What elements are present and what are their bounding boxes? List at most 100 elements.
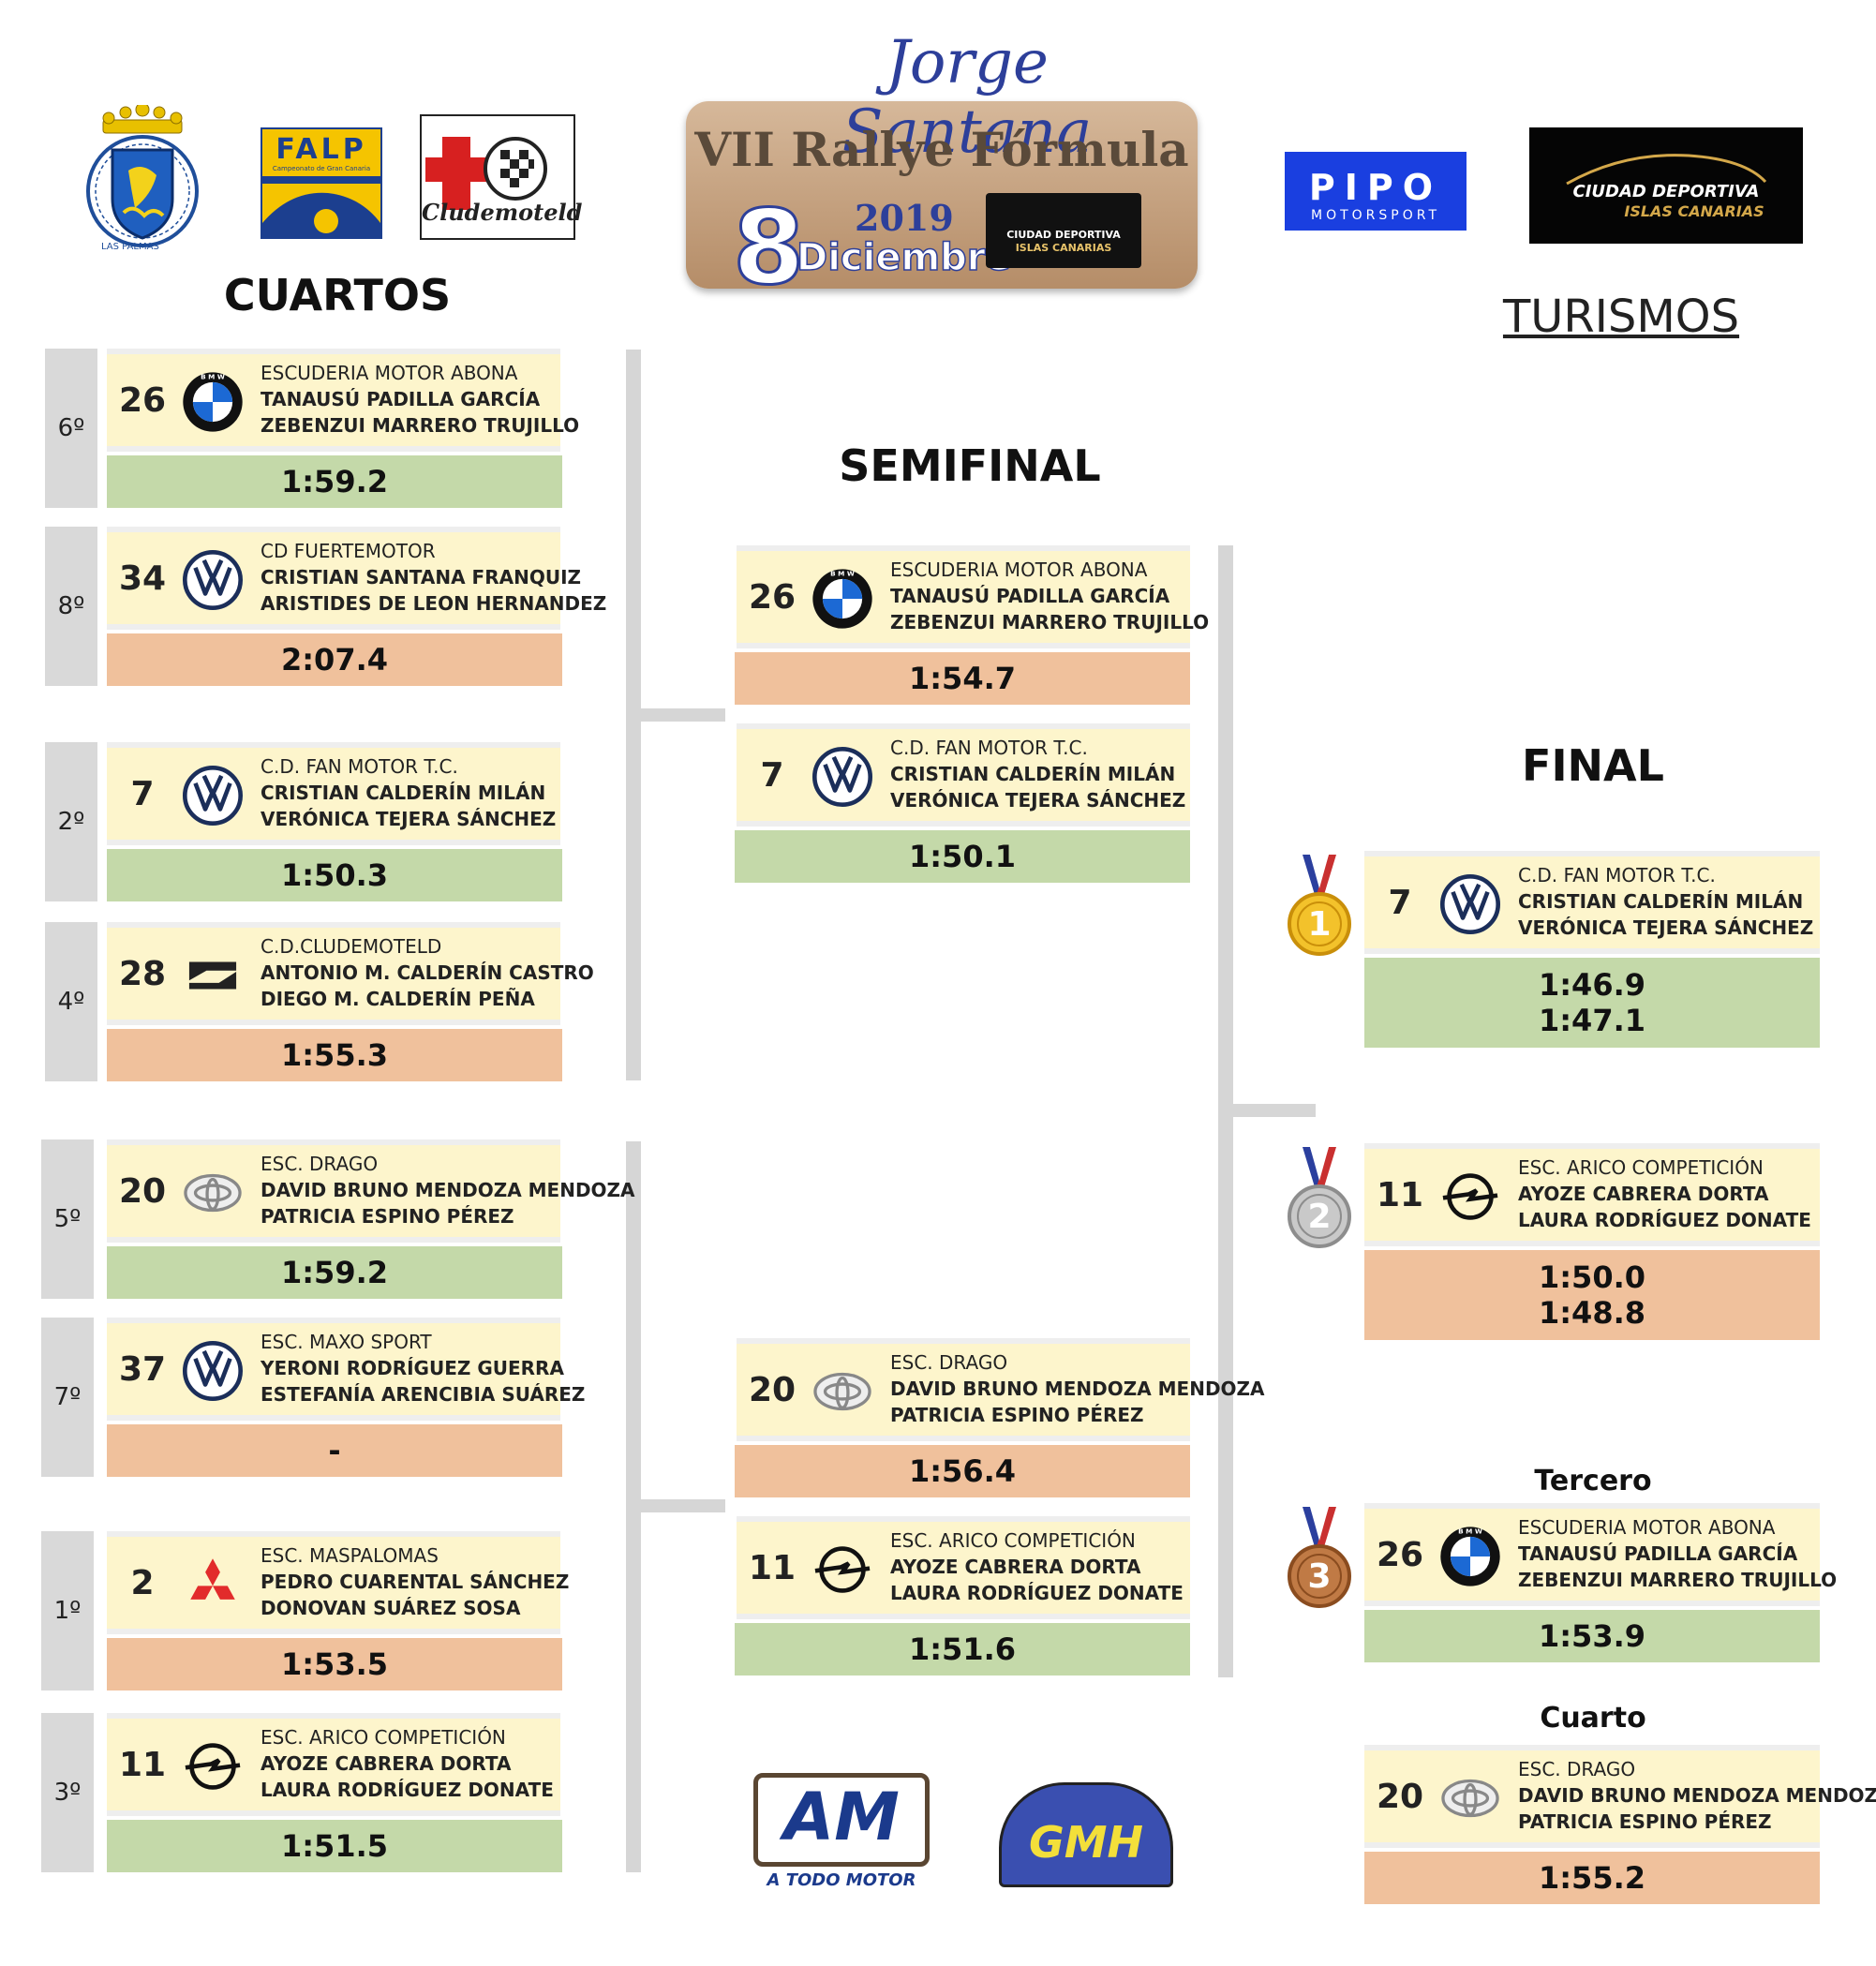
bracket-line: [641, 1499, 725, 1512]
driver-name: CRISTIAN CALDERÍN MILÁN: [1518, 890, 1804, 913]
opel-logo: [1439, 1166, 1501, 1228]
pipo-motorsport-logo: PIPO MOTORSPORT: [1285, 152, 1467, 231]
pipo-logo-subtext: MOTORSPORT: [1310, 208, 1440, 223]
bmw-logo: B M W: [1439, 1526, 1501, 1587]
run-time: 1:51.5: [107, 1820, 562, 1872]
opel-logo: [182, 1735, 244, 1797]
federacion-caption: LAS PALMAS: [101, 242, 159, 252]
quarters-heading: CUARTOS: [223, 270, 452, 320]
car-number: 26: [748, 577, 797, 617]
federacion-logo: [77, 102, 208, 255]
run-time: 1:50.1: [735, 830, 1190, 883]
driver-name: AYOZE CABRERA DORTA: [890, 1556, 1141, 1578]
codriver-name: DIEGO M. CALDERÍN PEÑA: [261, 988, 535, 1010]
vw-logo: [182, 765, 244, 827]
codriver-name: ESTEFANÍA ARENCIBIA SUÁREZ: [261, 1383, 586, 1406]
bracket-line: [1218, 545, 1233, 1677]
team-name: ESC. MAXO SPORT: [261, 1331, 432, 1353]
a-todo-motor-logo: AM A TODO MOTOR: [753, 1773, 930, 1900]
run-times: 1:53.9: [1364, 1610, 1820, 1662]
quarter-entry: 20 ESC. DRAGO DAVID BRUNO MENDOZA MENDOZA…: [107, 1139, 635, 1243]
final-entry: 7 C.D. FAN MOTOR T.C.CRISTIAN CALDERÍN M…: [1364, 851, 1820, 954]
team-name: ESC. MASPALOMAS: [261, 1544, 439, 1567]
bracket-line: [641, 708, 725, 722]
final-heading: FINAL: [1522, 740, 1664, 791]
toyota-logo: [811, 1361, 873, 1422]
driver-name: CRISTIAN SANTANA FRANQUIZ: [261, 566, 582, 588]
car-number: 20: [118, 1171, 167, 1211]
team-name: ESC. DRAGO: [1518, 1758, 1636, 1780]
codriver-name: DONOVAN SUÁREZ SOSA: [261, 1597, 521, 1619]
event-logo-badge-line1: CIUDAD DEPORTIVA: [1006, 229, 1121, 241]
pipo-logo-text: PIPO: [1308, 167, 1443, 208]
codriver-name: VERÓNICA TEJERA SÁNCHEZ: [1518, 916, 1814, 939]
seed-rank: 4º: [45, 922, 97, 1081]
seat-logo: [182, 945, 244, 1006]
team-name: ESC. ARICO COMPETICIÓN: [261, 1726, 506, 1749]
vw-logo: [182, 1340, 244, 1402]
team-name: ESC. DRAGO: [261, 1153, 379, 1175]
svg-text:B M W: B M W: [201, 373, 225, 381]
codriver-name: LAURA RODRÍGUEZ DONATE: [890, 1582, 1184, 1604]
run-times: 1:55.2: [1364, 1852, 1820, 1904]
seed-rank: 3º: [41, 1713, 94, 1872]
driver-name: YERONI RODRÍGUEZ GUERRA: [261, 1357, 564, 1379]
vw-logo: [182, 549, 244, 611]
ciudad-deportiva-line2: ISLAS CANARIAS: [1624, 202, 1764, 220]
driver-name: AYOZE CABRERA DORTA: [1518, 1183, 1769, 1205]
car-number: 26: [118, 380, 167, 420]
car-number: 11: [748, 1548, 797, 1587]
ciudad-deportiva-line1: CIUDAD DEPORTIVA: [1572, 182, 1760, 201]
falp-logo-subtext: Campeonato de Gran Canaria: [272, 165, 371, 172]
bracket-line: [626, 1141, 641, 1872]
driver-name: ANTONIO M. CALDERÍN CASTRO: [261, 961, 594, 984]
medal-number: 2: [1307, 1198, 1332, 1236]
third-place-heading: Tercero: [1534, 1465, 1652, 1497]
seed-rank: 6º: [45, 349, 97, 508]
driver-name: PEDRO CUARENTAL SÁNCHEZ: [261, 1571, 570, 1593]
seed-rank: 5º: [41, 1139, 94, 1299]
codriver-name: VERÓNICA TEJERA SÁNCHEZ: [890, 789, 1186, 812]
car-number: 11: [118, 1745, 167, 1784]
team-name: C.D. FAN MOTOR T.C.: [261, 755, 458, 778]
event-logo-title: VII Rallye Fórmula: [694, 122, 1189, 177]
bracket-line: [1233, 1104, 1316, 1117]
falp-logo-text: FALP: [275, 133, 367, 166]
svg-text:B M W: B M W: [830, 570, 855, 578]
mitsubishi-logo: [182, 1554, 244, 1616]
run-time: 1:55.2: [1538, 1860, 1645, 1896]
team-name: ESC. ARICO COMPETICIÓN: [890, 1529, 1136, 1552]
driver-name: CRISTIAN CALDERÍN MILÁN: [261, 782, 546, 804]
codriver-name: PATRICIA ESPINO PÉREZ: [1518, 1810, 1772, 1833]
codriver-name: ZEBENZUI MARRERO TRUJILLO: [1518, 1569, 1838, 1591]
codriver-name: LAURA RODRÍGUEZ DONATE: [1518, 1209, 1811, 1231]
event-logo: Jorge Santana VII Rallye Fórmula 8 2019 …: [686, 28, 1198, 309]
event-logo-script: Jorge Santana: [841, 28, 1093, 167]
semifinal-entry: 7 C.D. FAN MOTOR T.C.CRISTIAN CALDERÍN M…: [737, 723, 1190, 827]
semifinal-entry: 11 ESC. ARICO COMPETICIÓN AYOZE CABRERA D…: [737, 1516, 1190, 1619]
car-number: 26: [1376, 1535, 1424, 1574]
team-name: ESCUDERIA MOTOR ABONA: [261, 362, 518, 384]
cludemoteld-logo: Cludemoteld: [420, 114, 582, 240]
run-time: 1:59.2: [107, 455, 562, 508]
run-time: 1:53.9: [1538, 1618, 1645, 1654]
am-logo-subtext: A TODO MOTOR: [767, 1870, 916, 1890]
driver-name: DAVID BRUNO MENDOZA MENDOZA: [261, 1179, 635, 1201]
run-time: 1:53.5: [107, 1638, 562, 1690]
seed-rank: 2º: [45, 742, 97, 901]
event-logo-day: 8: [732, 186, 807, 309]
codriver-name: PATRICIA ESPINO PÉREZ: [890, 1404, 1144, 1426]
event-logo-month: Diciembre: [796, 235, 1011, 280]
bracket-line: [626, 350, 641, 1080]
seed-rank: 1º: [41, 1531, 94, 1690]
fourth-place-heading: Cuarto: [1540, 1702, 1646, 1735]
codriver-name: VERÓNICA TEJERA SÁNCHEZ: [261, 808, 557, 830]
driver-name: TANAUSÚ PADILLA GARCÍA: [890, 585, 1170, 607]
codriver-name: ZEBENZUI MARRERO TRUJILLO: [261, 414, 580, 437]
